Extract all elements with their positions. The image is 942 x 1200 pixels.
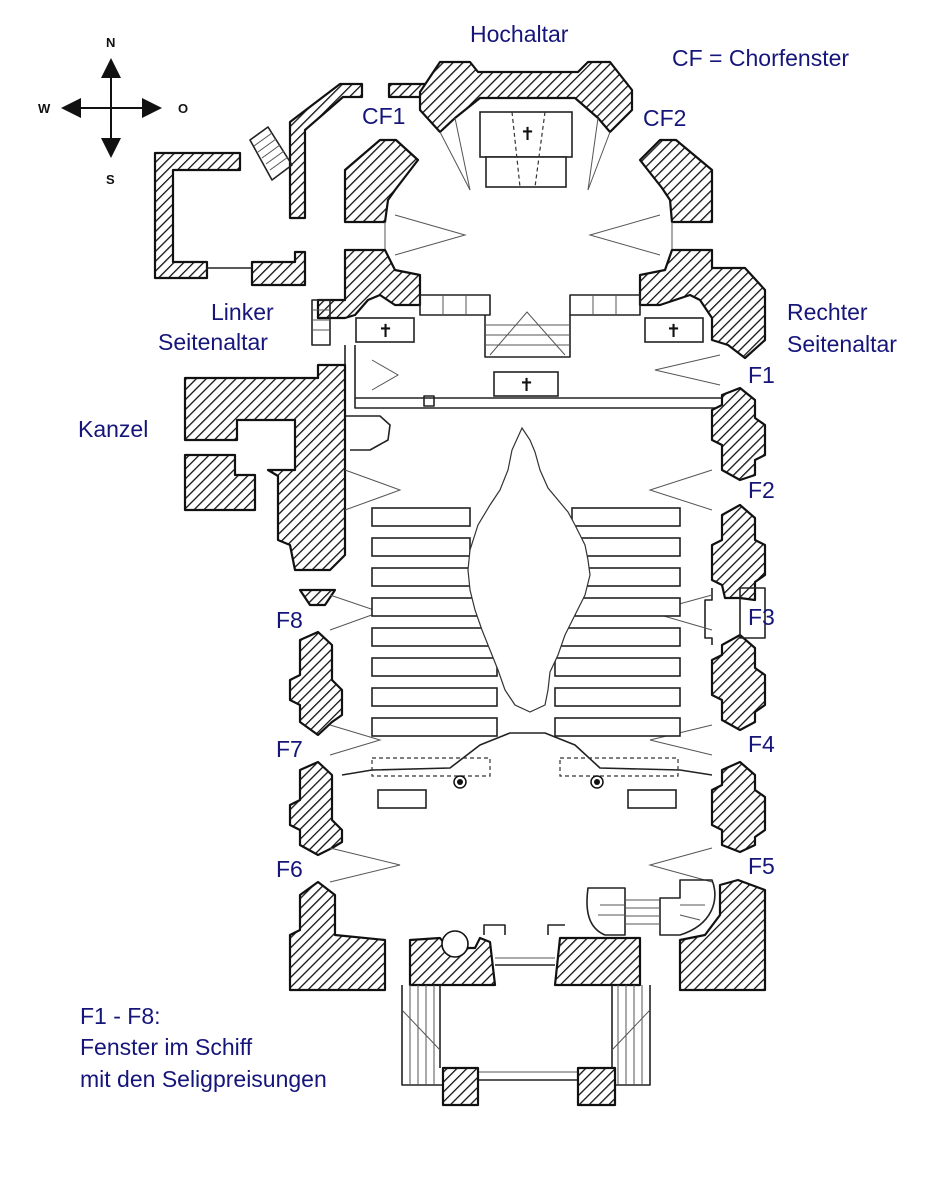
gallery-front [341,732,713,809]
people-altar-cross-icon: ✝ [519,375,534,396]
label-kanzel: Kanzel [78,416,148,442]
people-altar: ✝ [493,371,559,397]
label-f1: F1 [748,362,775,388]
label-f8: F8 [276,607,303,633]
plan-labels: Hochaltar CF = Chorfenster CF1 CF2 Linke… [78,21,897,1092]
compass-south-label: S [106,172,115,187]
right-side-altar-cross-icon: ✝ [666,321,681,342]
pews-right [554,507,681,737]
nave-window-lines [329,469,713,883]
choir-steps [484,311,571,358]
side-altar-left: ✝ [355,317,415,343]
sacristy-annex [153,82,429,287]
crossing-walls [311,248,767,360]
label-f5: F5 [748,853,775,879]
entrance [401,879,716,1107]
high-altar: ✝ [479,111,573,188]
spiral-stair [586,879,716,936]
label-f2: F2 [748,477,775,503]
compass-north-label: N [106,35,115,50]
label-f4: F4 [748,731,775,757]
label-hochaltar: Hochaltar [470,21,569,47]
label-cf2: CF2 [643,105,686,131]
label-linker: Linker [211,299,274,325]
nave-west-wall [183,363,387,992]
label-cf1: CF1 [362,103,405,129]
left-side-altar-cross-icon: ✝ [378,321,393,342]
central-aisle [467,426,591,713]
legend-line2: Fenster im Schiff [80,1034,253,1060]
side-altar-right: ✝ [644,317,704,343]
label-f6: F6 [276,856,303,882]
annex-stair [249,126,293,181]
label-rechter: Rechter [787,299,868,325]
compass-west-label: W [38,101,51,116]
label-cf-legend: CF = Chorfenster [672,45,849,71]
compass-rose: N S W O [38,35,188,187]
label-rechter-seitenaltar: Seitenaltar [787,331,897,357]
label-f3: F3 [748,604,775,630]
legend-line3: mit den Seligpreisungen [80,1066,327,1092]
label-f7: F7 [276,736,303,762]
compass-east-label: O [178,101,188,116]
porch-stairs [401,985,651,1107]
legend-line1: F1 - F8: [80,1003,161,1029]
choir-apse: ✝ [343,60,714,256]
label-linker-seitenaltar: Seitenaltar [158,329,268,355]
high-altar-cross-icon: ✝ [520,124,535,145]
pews-left [371,507,498,737]
nave-east-wall [678,386,767,992]
